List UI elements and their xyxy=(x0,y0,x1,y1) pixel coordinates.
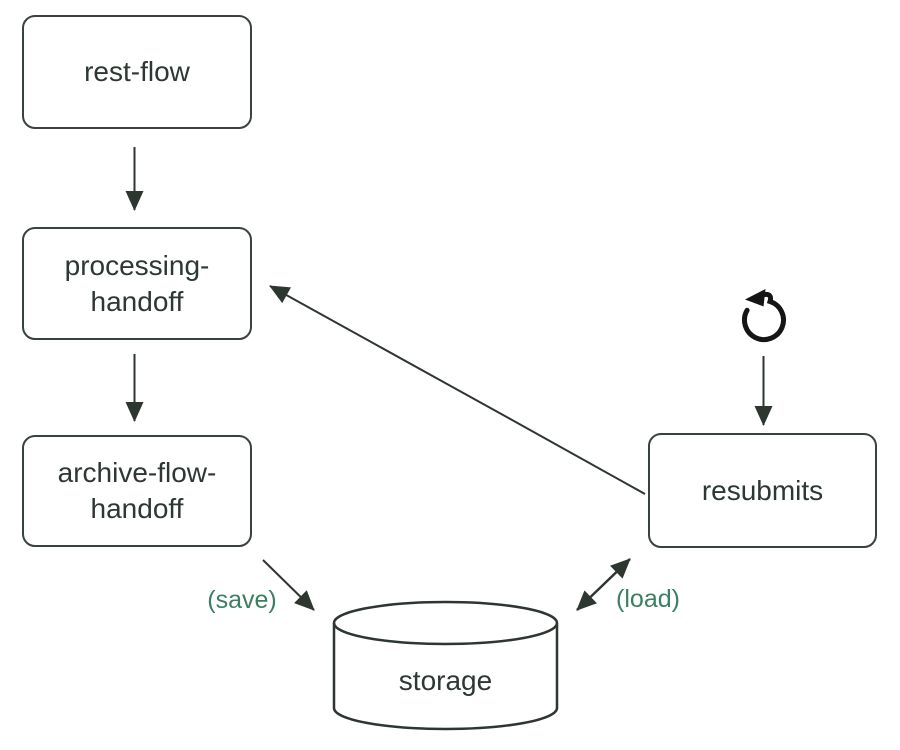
storage-cylinder-shape xyxy=(332,600,559,731)
node-archive-flow-handoff: archive-flow- handoff xyxy=(22,435,252,547)
edge-resubmits-to-processing xyxy=(269,285,646,495)
node-resubmits-label: resubmits xyxy=(701,474,824,506)
node-archive-flow-handoff-label: archive-flow- handoff xyxy=(57,457,217,524)
refresh-icon xyxy=(741,289,786,342)
node-resubmits: resubmits xyxy=(648,433,877,548)
node-storage-label: storage xyxy=(398,665,493,696)
edge-storage-resubmits-bidirectional xyxy=(576,558,631,611)
edge-label-save: (save) xyxy=(207,586,277,614)
node-processing-handoff: processing- handoff xyxy=(22,227,252,340)
node-rest-flow: rest-flow xyxy=(22,15,252,129)
node-processing-handoff-label: processing- handoff xyxy=(64,249,210,317)
edge-label-load: (load) xyxy=(616,585,680,613)
edge-archive-to-storage xyxy=(262,559,315,611)
node-rest-flow-label: rest-flow xyxy=(84,56,190,88)
